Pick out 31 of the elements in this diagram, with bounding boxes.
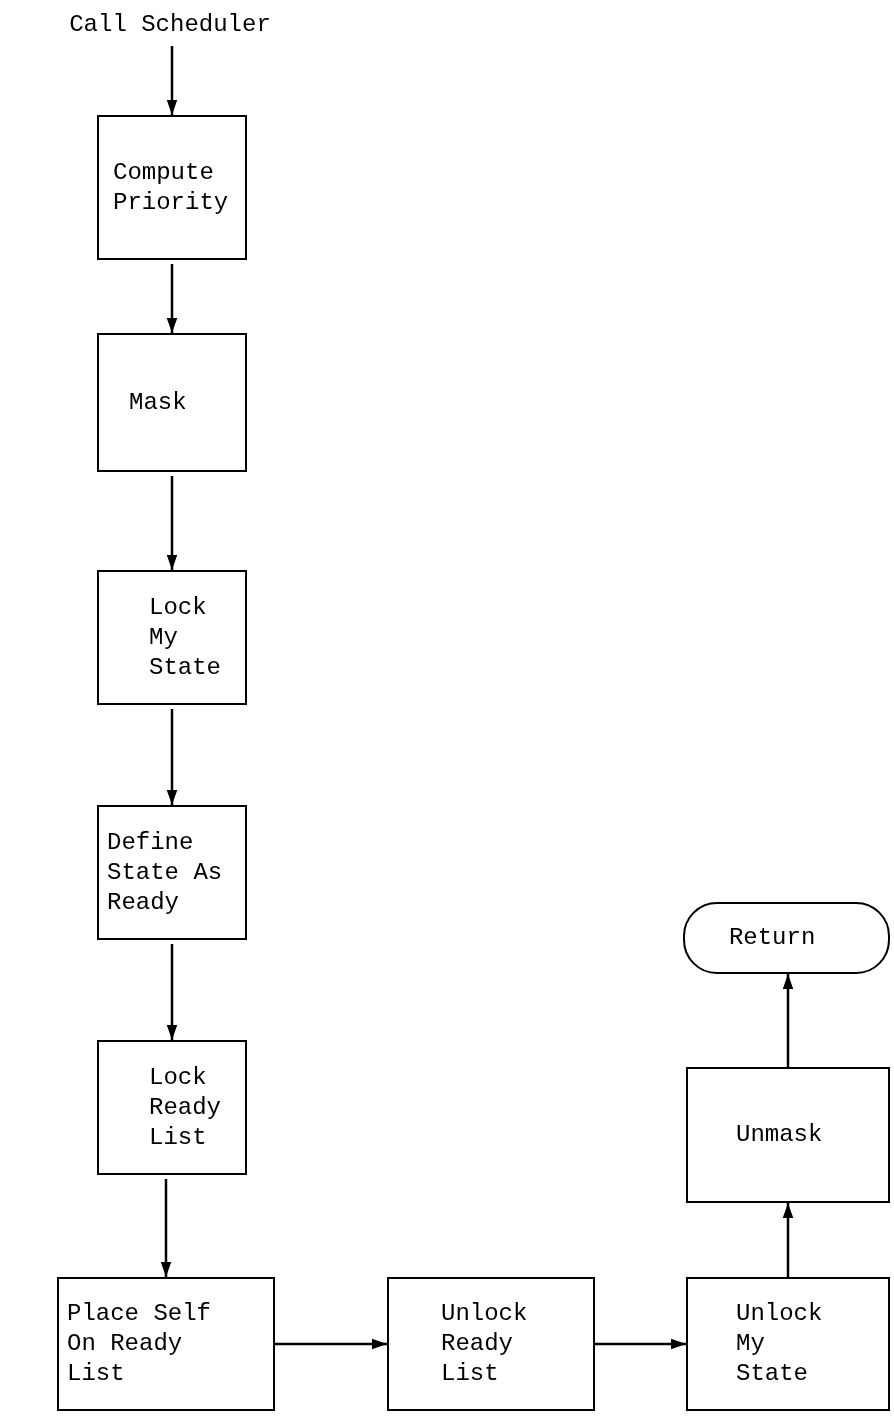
arrow	[166, 264, 178, 333]
step-label: Unlock Ready List	[441, 1299, 528, 1389]
process-box	[57, 1277, 275, 1411]
step-label: Mask	[129, 387, 188, 418]
process-box	[97, 805, 247, 940]
step-label: Define State As Ready	[107, 827, 224, 918]
process-box	[97, 333, 247, 472]
step-label: Lock Ready List	[149, 1062, 221, 1153]
arrow	[166, 476, 178, 570]
step-label: Place Self On Ready List	[67, 1299, 213, 1389]
arrow	[275, 1338, 387, 1350]
step-label: Unlock My State	[736, 1299, 823, 1389]
arrow	[166, 944, 178, 1040]
step-label: Compute Priority	[113, 157, 229, 218]
terminal-box	[683, 902, 890, 974]
process-box	[686, 1277, 890, 1411]
step-label: Lock My State	[149, 592, 221, 683]
step-label: Unmask	[736, 1120, 824, 1150]
arrow	[782, 1203, 794, 1277]
arrow	[166, 46, 178, 115]
process-box	[97, 570, 247, 705]
process-box	[686, 1067, 890, 1203]
arrow	[160, 1179, 172, 1277]
process-box	[387, 1277, 595, 1411]
arrow	[782, 974, 794, 1067]
arrow	[595, 1338, 686, 1350]
step-label: Return	[728, 923, 817, 953]
process-box	[97, 115, 247, 260]
arrow	[166, 709, 178, 805]
process-box	[97, 1040, 247, 1175]
entry-label: Call Scheduler	[69, 10, 271, 40]
